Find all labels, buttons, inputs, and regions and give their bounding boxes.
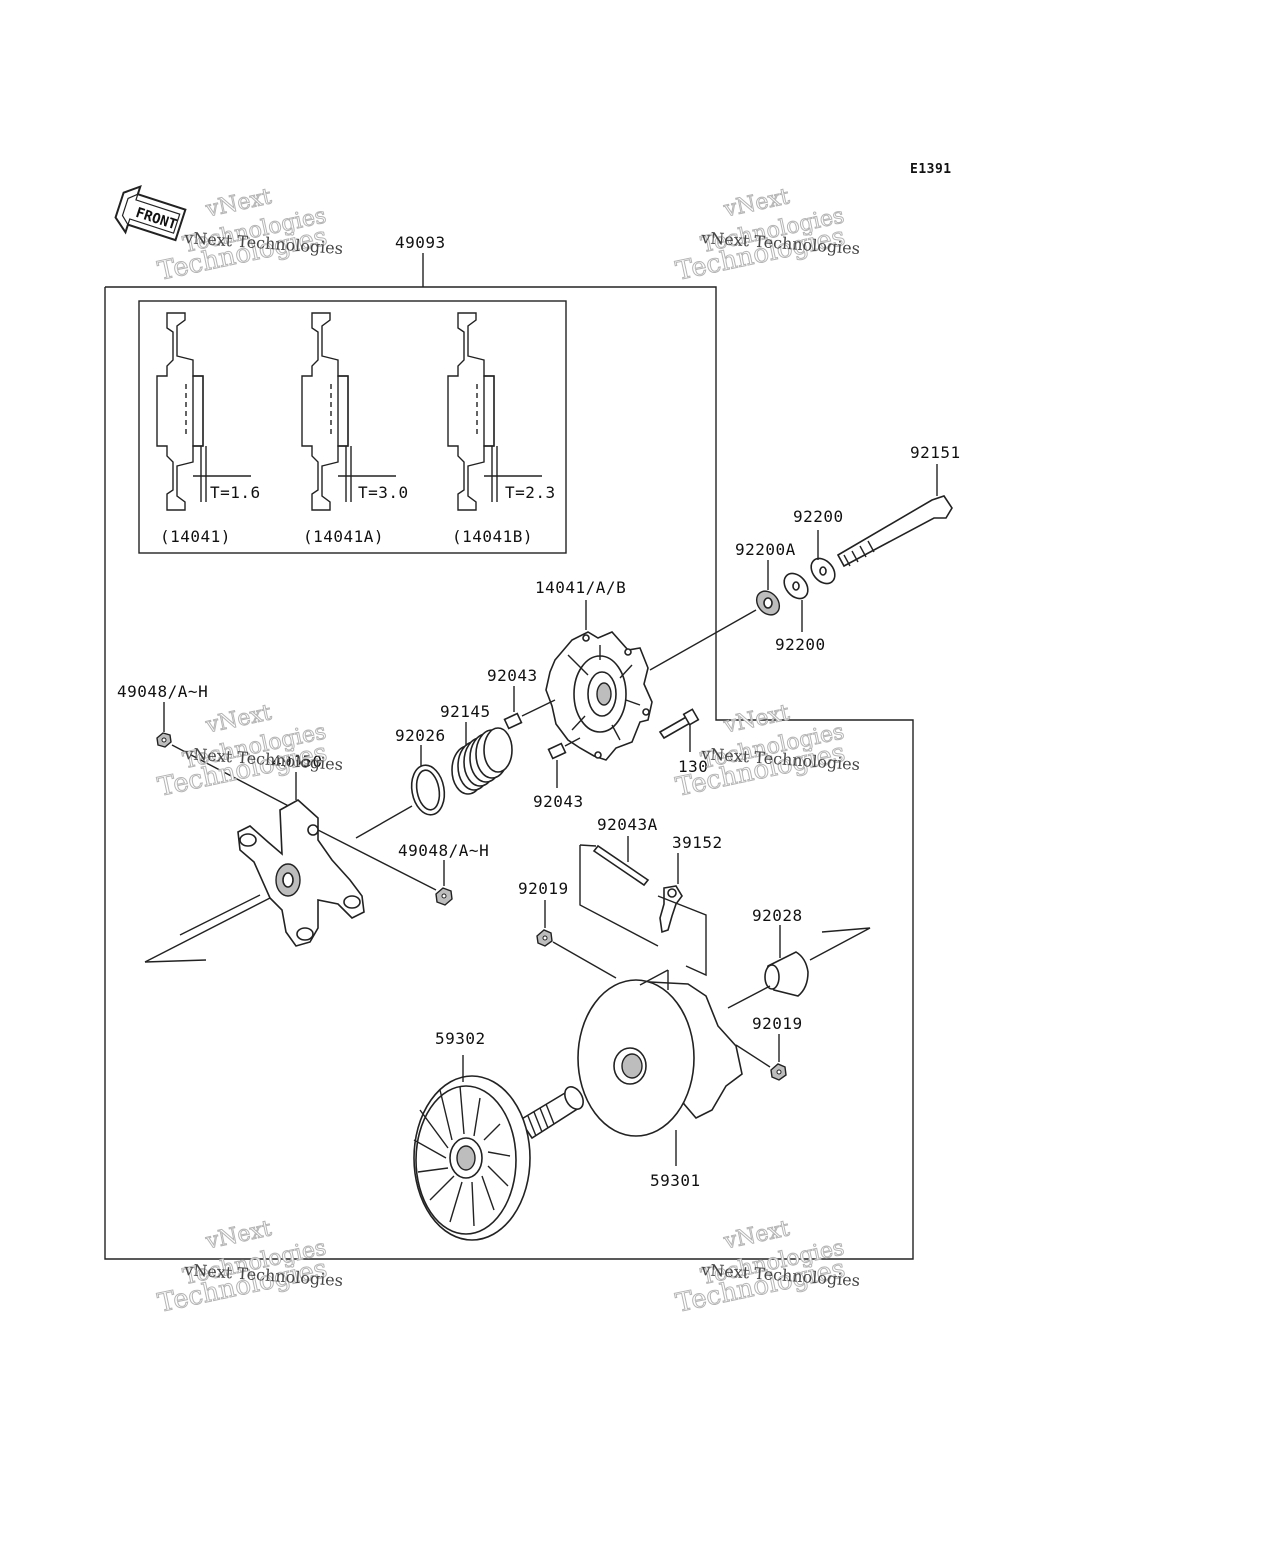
watermark-bottom-left: vNext Technologies Technologies	[155, 1216, 331, 1320]
variant-14041-part: (14041)	[160, 527, 231, 546]
pin-92043-bottom	[547, 737, 581, 788]
callout-92019-right: 92019	[752, 1014, 803, 1033]
diagram-code: E1391	[910, 162, 952, 177]
callout-92200A: 92200A	[735, 540, 796, 559]
callout-39152: 39152	[672, 833, 723, 852]
fixed-sheave-59302	[413, 1055, 584, 1241]
inset-variants: T=1.6 (14041) T=3.0 (14041A) T=2.3 (1404…	[138, 300, 567, 554]
bolt-130	[658, 708, 700, 752]
assembly-outline: 49093	[104, 233, 914, 1260]
bolt-92151	[836, 464, 953, 568]
variant-14041A-drawing	[301, 312, 396, 511]
spring-92145	[451, 722, 513, 795]
variant-14041-drawing	[156, 312, 251, 511]
variant-14041B-thickness: T=2.3	[505, 483, 556, 502]
bushing-92200A	[755, 560, 781, 616]
roller-weight-39152	[657, 853, 707, 977]
variant-14041A-thickness: T=3.0	[358, 483, 409, 502]
movable-sheave-59301	[577, 969, 743, 1166]
callout-92028: 92028	[752, 906, 803, 925]
callout-49050: 49050	[272, 752, 323, 771]
nut-92019-left	[536, 900, 617, 979]
callout-130: 130	[678, 757, 708, 776]
axis-line-bolt	[649, 609, 757, 671]
watermark-mid-left: vNext Technologies Technologies	[155, 700, 331, 804]
washer-92200-outer	[810, 530, 836, 585]
callout-59302: 59302	[435, 1029, 486, 1048]
nut-49048-top	[156, 702, 301, 813]
callout-92019-left: 92019	[518, 879, 569, 898]
callout-92026: 92026	[395, 726, 446, 745]
front-arrow-icon: FRONT	[114, 184, 187, 242]
bushing-92028	[727, 925, 871, 1009]
ring-92026	[355, 745, 446, 839]
callout-49093: 49093	[395, 233, 446, 252]
callout-59301: 59301	[650, 1171, 701, 1190]
spider-arm-49050	[144, 772, 365, 963]
callout-92043-top: 92043	[487, 666, 538, 685]
callout-92145: 92145	[440, 702, 491, 721]
variant-14041B-drawing	[447, 312, 542, 511]
spider-14041	[545, 600, 653, 761]
callout-49048-top: 49048/A~H	[117, 682, 208, 701]
nut-92019-right	[735, 1034, 787, 1081]
callout-92200-top: 92200	[793, 507, 844, 526]
watermark-top-right: vNext Technologies Technologies	[673, 184, 849, 288]
watermark-mid-right: vNext Technologies Technologies	[673, 700, 849, 804]
callout-49048-mid: 49048/A~H	[398, 841, 489, 860]
washer-92200-inner	[783, 572, 809, 632]
shaft-92043A	[579, 836, 659, 947]
variant-14041A-part: (14041A)	[303, 527, 384, 546]
nut-49048-mid	[317, 829, 453, 906]
pin-92043-top	[503, 686, 556, 730]
callout-92200-bottom: 92200	[775, 635, 826, 654]
callout-92151: 92151	[910, 443, 961, 462]
callout-92043-bottom: 92043	[533, 792, 584, 811]
variant-14041-thickness: T=1.6	[210, 483, 261, 502]
watermark-bottom-right: vNext Technologies Technologies	[673, 1216, 849, 1320]
callout-92043A: 92043A	[597, 815, 658, 834]
variant-14041B-part: (14041B)	[452, 527, 533, 546]
callout-14041: 14041/A/B	[535, 578, 626, 597]
